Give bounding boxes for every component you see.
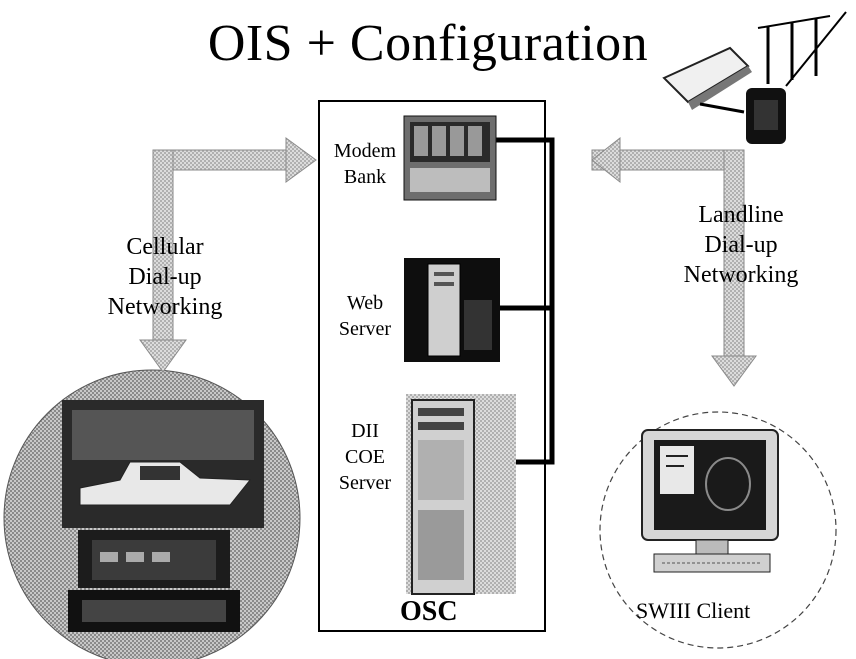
cellular-link-arrow: [139, 137, 317, 373]
coe-server-label-line2: COE: [345, 446, 385, 468]
coe-server-label-line1: DII: [351, 420, 379, 442]
web-server-label-line1: Web: [346, 292, 384, 314]
modem-bank-label: Modem Bank: [326, 138, 404, 190]
web-server-icon: [404, 258, 500, 362]
landline-label-line2: Dial-up: [704, 232, 778, 258]
cellular-label-line1: Cellular: [126, 234, 204, 260]
osc-label: OSC: [400, 596, 458, 627]
modem-bank-label-line2: Bank: [343, 166, 387, 188]
coe-server-label: DII COE Server: [326, 418, 404, 496]
web-server-label: Web Server: [326, 290, 404, 342]
landline-label-line1: Landline: [698, 202, 784, 228]
cellular-label-line3: Networking: [107, 294, 223, 320]
web-server-label-line2: Server: [338, 318, 392, 340]
rugged-laptop-icon: [68, 530, 240, 632]
antenna-modem-icon: [662, 11, 847, 144]
coe-server-icon: [406, 394, 516, 595]
modem-bank-label-line1: Modem: [333, 140, 397, 162]
coe-server-label-line3: Server: [338, 472, 392, 494]
modem-bank-icon: [403, 115, 497, 201]
cellular-label-line2: Dial-up: [128, 264, 202, 290]
client-circle: [599, 411, 837, 649]
cellular-link-label: Cellular Dial-up Networking: [90, 232, 240, 322]
vessel-circle: [3, 369, 301, 659]
landline-label-line3: Networking: [683, 262, 799, 288]
workstation-icon: [641, 429, 779, 573]
landline-link-arrow: [591, 136, 757, 387]
page-title: OIS + Configuration: [207, 15, 649, 72]
landline-link-label: Landline Dial-up Networking: [664, 200, 818, 290]
client-label: SWIII Client: [636, 598, 751, 623]
